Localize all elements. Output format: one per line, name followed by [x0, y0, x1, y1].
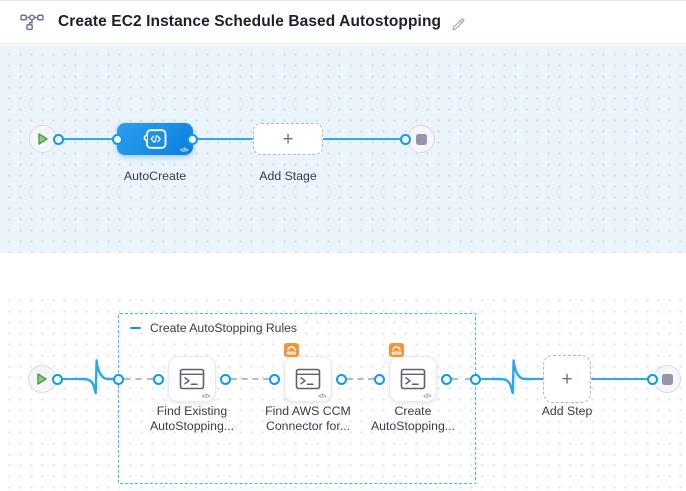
pipeline-header: Create EC2 Instance Schedule Based Autos… — [0, 0, 686, 44]
add-step-button[interactable]: + — [543, 355, 591, 403]
custom-stage-icon — [143, 129, 167, 149]
shell-script-icon — [295, 368, 321, 390]
dashed-edge — [231, 378, 269, 380]
collapse-minus-icon[interactable] — [130, 326, 141, 330]
connector-port[interactable] — [153, 374, 164, 385]
stop-square-icon — [661, 373, 673, 385]
step-label: Create AutoStopping... — [370, 404, 456, 433]
edge-line — [323, 138, 403, 141]
add-step-label: Add Step — [541, 404, 593, 418]
connector-port[interactable] — [53, 134, 64, 145]
connector-port[interactable] — [441, 374, 452, 385]
connector-port[interactable] — [52, 374, 63, 385]
connector-port[interactable] — [470, 374, 481, 385]
edge-line — [591, 378, 649, 381]
shell-script-icon — [179, 368, 205, 390]
link-squiggle — [75, 359, 115, 395]
pipeline-graph-icon — [20, 13, 44, 31]
template-glyph: </> — [423, 392, 431, 400]
step-end-node — [653, 365, 681, 393]
step-node-create-autostopping[interactable]: </> — [389, 356, 437, 402]
step-group-create-autostopping-rules — [118, 313, 476, 484]
shell-script-icon — [400, 368, 426, 390]
step-group-label[interactable]: Create AutoStopping Rules — [150, 321, 298, 335]
stage-label: AutoCreate — [123, 169, 187, 183]
connector-port[interactable] — [269, 374, 280, 385]
ccm-gauge-icon — [284, 343, 299, 357]
add-stage-button[interactable]: + — [253, 123, 323, 155]
link-squiggle — [492, 359, 532, 395]
stage-graph-canvas[interactable]: </> + AutoCreate Add Stage — [0, 45, 686, 253]
connector-port[interactable] — [220, 374, 231, 385]
step-graph-canvas[interactable]: Create AutoStopping Rules </> </> — [0, 291, 686, 491]
ccm-gauge-icon — [389, 343, 404, 357]
step-node-find-aws-ccm-connector[interactable]: </> — [284, 356, 332, 402]
stage-node-autocreate[interactable]: </> — [117, 123, 193, 155]
connector-port[interactable] — [187, 134, 198, 145]
dashed-edge — [452, 378, 471, 380]
dashed-edge — [124, 378, 153, 380]
connector-port[interactable] — [113, 374, 124, 385]
step-label: Find AWS CCM Connector for... — [265, 404, 351, 433]
play-icon — [38, 133, 48, 145]
play-icon — [37, 373, 47, 385]
connector-port[interactable] — [112, 134, 123, 145]
stage-end-node — [407, 125, 435, 153]
edge-line — [193, 138, 253, 141]
edit-pencil-icon[interactable] — [451, 15, 466, 30]
edge-line — [62, 138, 118, 141]
connector-port[interactable] — [336, 374, 347, 385]
edge-line — [530, 378, 544, 381]
step-start-node — [28, 365, 56, 393]
page-title: Create EC2 Instance Schedule Based Autos… — [58, 13, 442, 30]
template-glyph: </> — [202, 392, 210, 400]
edge-line — [61, 378, 77, 381]
dashed-edge — [347, 378, 374, 380]
plus-icon: + — [561, 368, 573, 390]
template-glyph: </> — [180, 146, 188, 154]
connector-port[interactable] — [400, 134, 411, 145]
step-node-find-existing[interactable]: </> — [168, 356, 216, 402]
template-glyph: </> — [318, 392, 326, 400]
connector-port[interactable] — [647, 374, 658, 385]
add-stage-label: Add Stage — [259, 169, 317, 183]
step-label: Find Existing AutoStopping... — [149, 404, 235, 433]
stop-square-icon — [415, 133, 427, 145]
edge-line — [481, 378, 494, 381]
connector-port[interactable] — [374, 374, 385, 385]
plus-icon: + — [282, 128, 294, 150]
